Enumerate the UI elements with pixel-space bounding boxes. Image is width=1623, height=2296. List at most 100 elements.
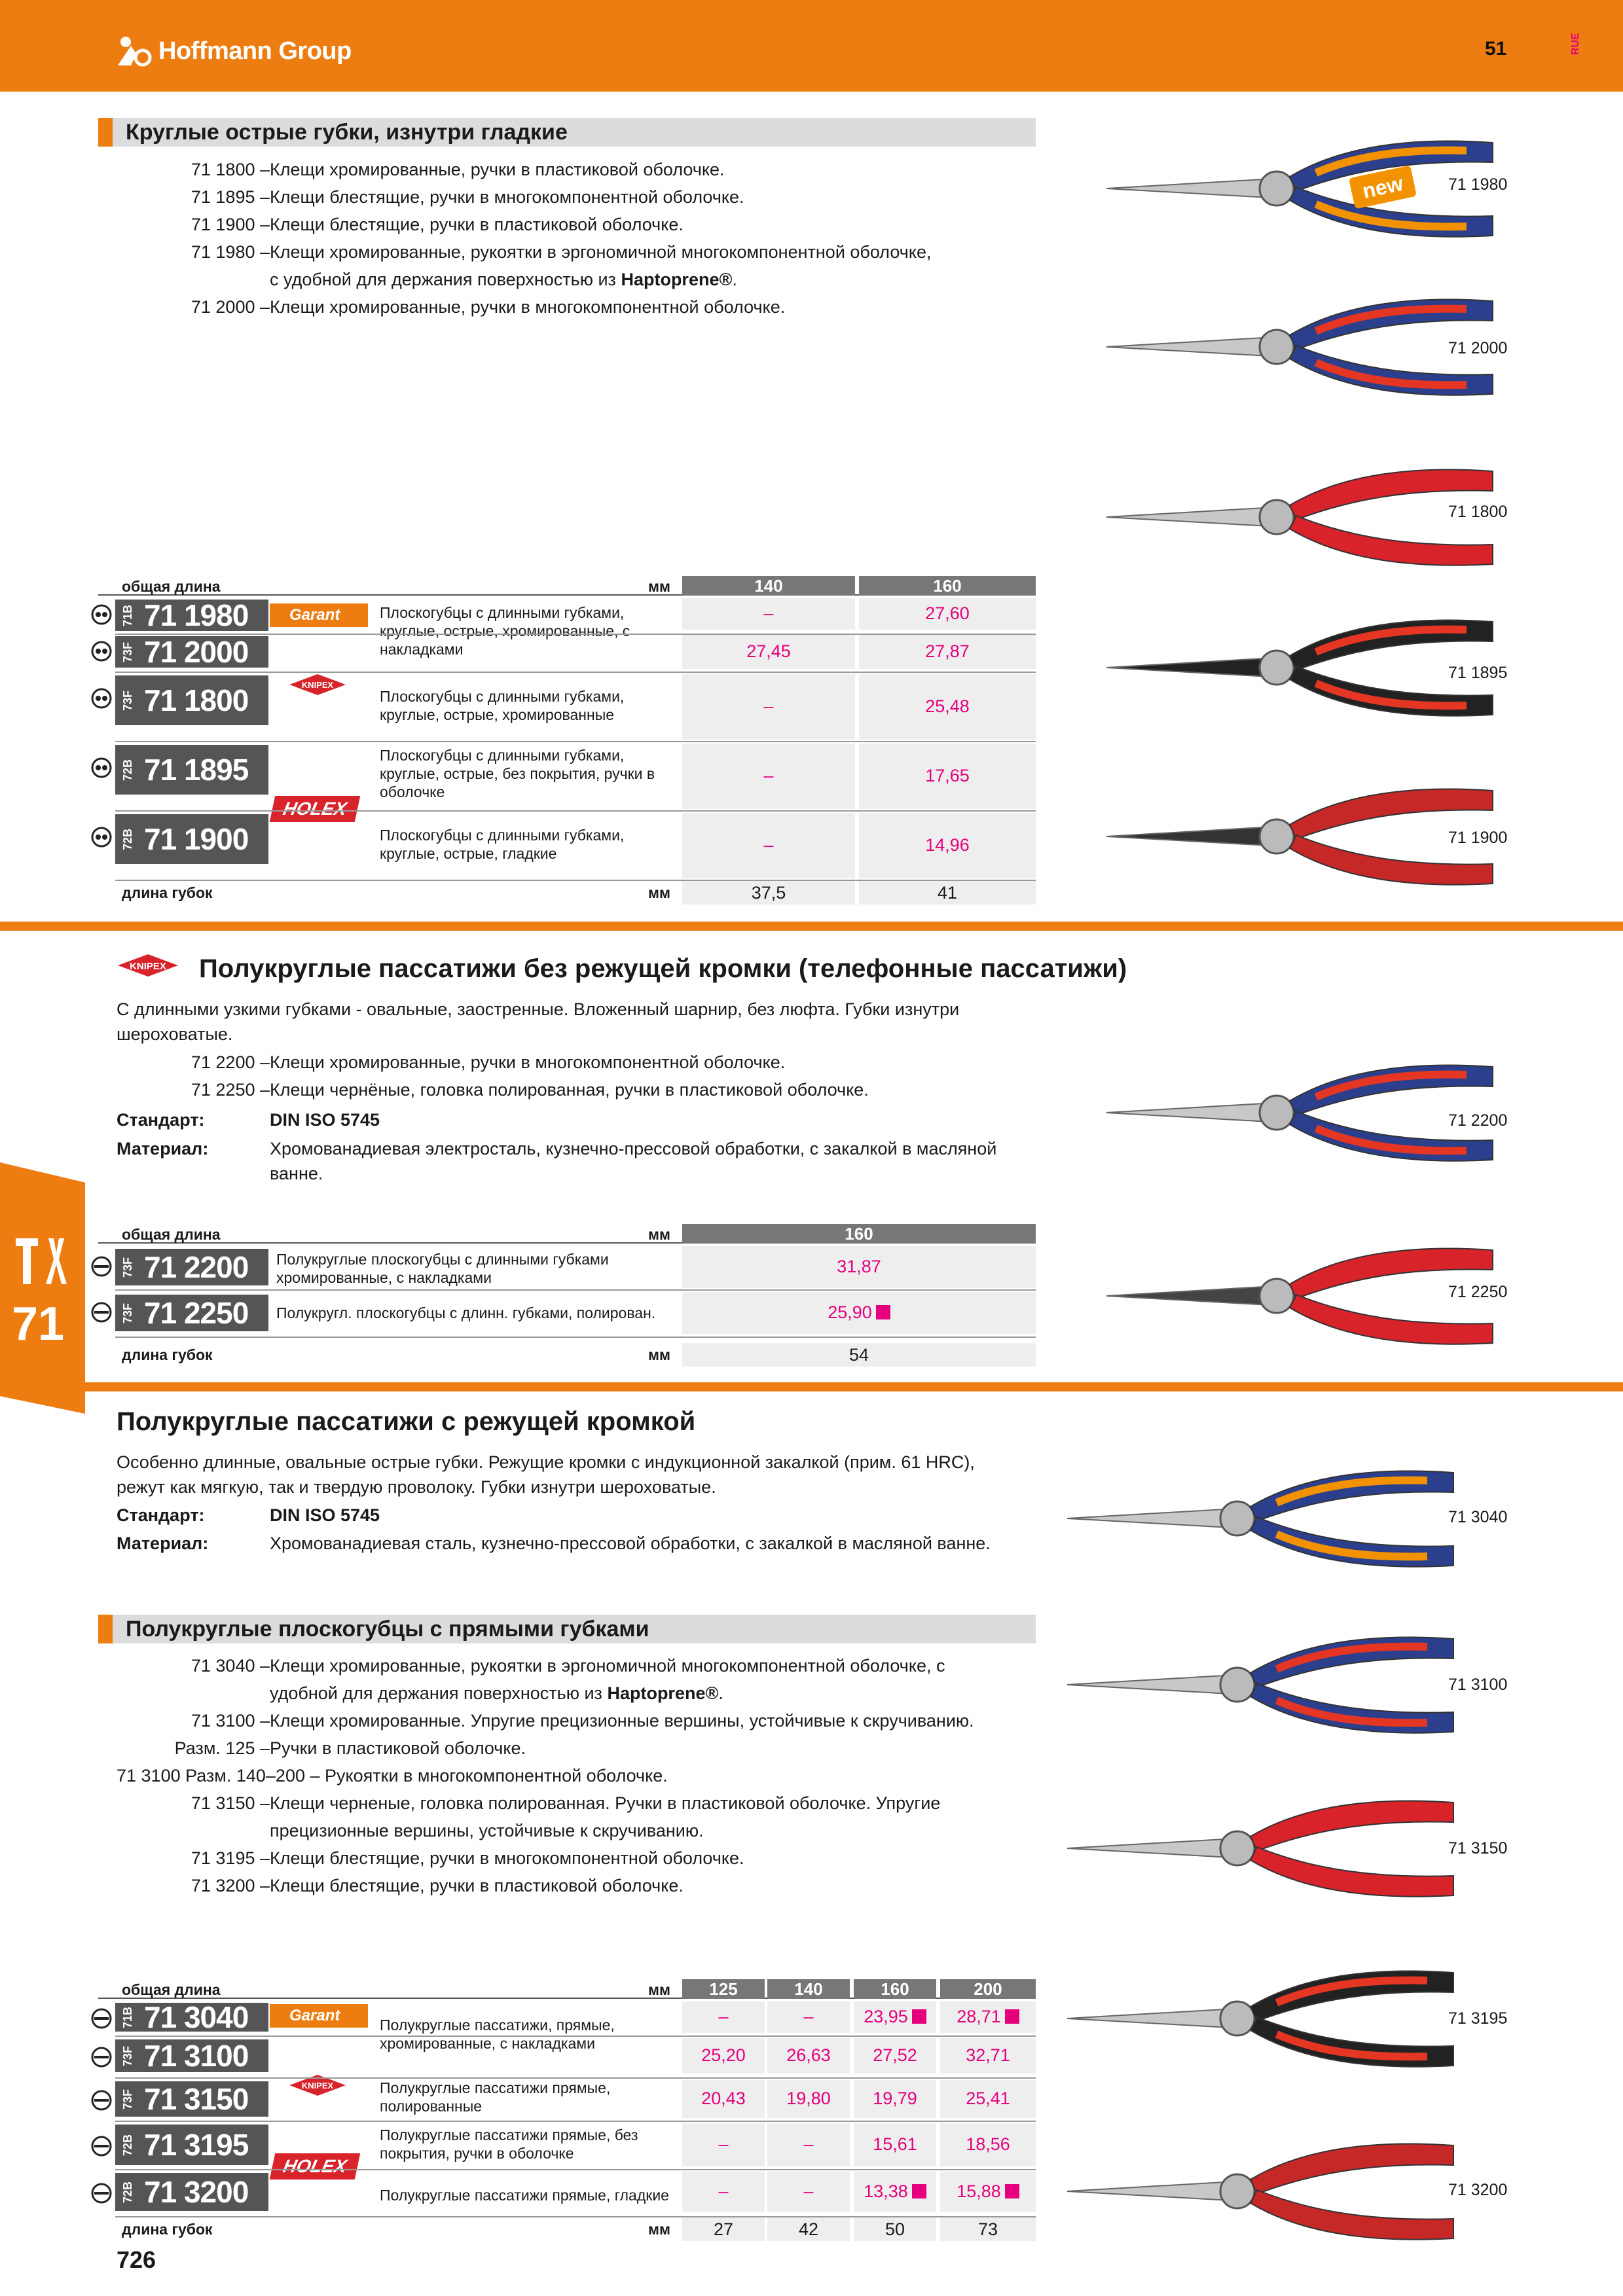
section3-title: Полукруглые пассатижи с режущей кромкой [117,1407,696,1436]
s2-article-1: 71 2250 [144,1296,249,1330]
s3-code-0: 71 3040 – [191,1656,270,1676]
s3-price-3-0: – [718,2134,729,2154]
s1-holex-logo: HOLEX [269,796,361,822]
s3-code-7: 71 3195 – [191,1848,270,1868]
s3-price-2-2: 19,79 [873,2089,917,2108]
s3-article-4: 71 3200 [144,2175,249,2209]
s2-art-box-1 [115,1295,268,1331]
s1-art-box-2 [115,675,268,725]
s3-text-7: Клещи блестящие, ручки в многокомпонентн… [270,1848,744,1868]
s3-sep-3 [115,2169,1036,2170]
s3-image-label-1: 71 3100 [1448,1676,1508,1694]
s3-desc-2: Полукруглые пассатижи прямые, без покрыт… [380,2126,638,2162]
s3-intro-2: режут как мягкую, так и твердую проволок… [117,1477,716,1497]
s1-art-box-0 [115,600,268,631]
s3-jaw-1: 42 [767,2217,850,2241]
s3-holex-logo: HOLEX [269,2153,361,2179]
s2-group-1: 73F [117,1295,140,1331]
s1-art-box-3 [115,745,268,795]
s1-group-label-2: 73F [121,690,135,711]
image-label-4: 71 1900 [1448,829,1508,847]
s2-std-label: Стандарт: [117,1110,205,1130]
s3-cell-bg-3-2 [854,2123,936,2166]
hoffmann-logo-icon [118,37,152,67]
s3-sep-2 [115,2121,1036,2122]
s3-code-5: 71 3150 – [191,1793,270,1813]
s3-group-label-1: 73F [121,2045,135,2066]
s1-code-5: 71 2000 – [191,297,270,317]
s1-price-4-0: – [763,835,774,855]
s1-sep-3 [115,810,1036,812]
s3-art-box-2 [115,2081,268,2117]
s3-size-1: 140 [767,1979,850,1999]
s1-price-0-0: – [763,603,774,623]
s3-code-2: 71 3100 – [191,1711,270,1731]
s3-text-8: Клещи блестящие, ручки в пластиковой обо… [270,1876,684,1895]
s3-code-8: 71 3200 – [191,1876,270,1895]
s3-intro-1: Особенно длинные, овальные острые губки.… [117,1452,975,1472]
s2-text-1: Клещи чернёные, головка полированная, ру… [270,1080,869,1100]
s2-desc-1: Полукругл. плоскогубцы с длинн. губками,… [276,1304,656,1321]
s3-jaw-0: 27 [682,2217,765,2241]
s1-cell-bg-3-0 [682,744,855,809]
s1-profile-icon-3 [90,757,113,779]
s3-jaw-3: 73 [940,2217,1036,2241]
image-label-0: 71 1980 [1448,175,1508,194]
s2-text-0: Клещи хромированные, ручки в многокомпон… [270,1052,786,1072]
product-image-71-2200 [1100,1047,1506,1178]
catalog-code: RUE [1570,33,1581,55]
s1-text-3: Клещи хромированные, рукоятки в эргономи… [270,242,932,262]
s3-cell-bg-1-2 [854,2038,936,2073]
s1-profile-icon-2 [90,687,113,709]
s3-cell-bg-1-3 [940,2038,1036,2073]
s3-size-3: 200 [940,1979,1036,1999]
s3-price-1-0: 25,20 [701,2045,746,2065]
s3-price-1-2: 27,52 [873,2045,917,2065]
s1-sep-2 [115,741,1036,742]
s3-article-0: 71 3040 [144,2000,249,2034]
s2-cell-bg-1 [682,1292,1036,1334]
s1-desc-1: Плоскогубцы с длинными губками, круглые,… [380,688,625,723]
s3-text-1-c: . [718,1683,723,1703]
s3-cell-bg-1-0 [682,2038,765,2073]
s2-image-label-1: 71 2250 [1448,1283,1508,1301]
s1-group-label-0: 71B [121,604,135,626]
s3-price-1-3: 32,71 [966,2045,1010,2065]
s1-code-0: 71 1800 – [191,160,270,179]
haptoprene-brand: Haptoprene® [621,270,733,289]
s2-code-1: 71 2250 – [191,1080,270,1100]
image-label-2: 71 1800 [1448,503,1508,521]
s2-unit: мм [648,1226,671,1243]
s1-size-0: 140 [682,576,855,596]
s3-group-0: 71B [117,2003,140,2032]
s3-article-2: 71 3150 [144,2082,249,2116]
s1-knipex-logo: KNIPEX [288,673,347,696]
s3-profile-icon-1 [90,2046,113,2068]
s2-mat-value-2: ванне. [270,1164,323,1183]
pliers-section-icon [14,1236,67,1289]
s3-image-label-3: 71 3195 [1448,2009,1508,2028]
s3-art-box-0 [115,2003,268,2032]
s3-sep-4 [115,2216,1036,2217]
s3-cell-bg-2-2 [854,2080,936,2118]
s3-price-4-3: 15,88 [940,2181,1036,2202]
s3-cell-bg-2-0 [682,2080,765,2118]
s2-article-0: 71 2200 [144,1250,249,1284]
product-image-71-3195 [1061,1953,1467,2084]
s2-mat-value-1: Хромованадиевая электросталь, кузнечно-п… [270,1139,997,1158]
price-marker-icon [875,1305,890,1319]
s2-image-label-0: 71 2200 [1448,1111,1508,1130]
divider-2 [0,1382,1623,1391]
s3-desc-0: Полукруглые пассатижи, прямые, хромирова… [380,2017,615,2052]
s1-cell-bg-2-0 [682,674,855,740]
s1-price-1-0: 27,45 [746,641,791,661]
s3-text-4: 71 3100 Разм. 140–200 – Рукоятки в много… [117,1766,668,1785]
s3-price-0-2: 23,95 [854,2007,936,2027]
s1-code-2: 71 1900 – [191,215,270,234]
s3-image-label-2: 71 3150 [1448,1839,1508,1857]
svg-text:KNIPEX: KNIPEX [130,961,166,972]
s1-group-3: 72B [117,745,140,795]
s3-price-0-0: – [718,2007,729,2026]
s3-group-label-4: 72B [121,2181,135,2203]
s3-cell-bg-0-1 [767,2001,850,2033]
